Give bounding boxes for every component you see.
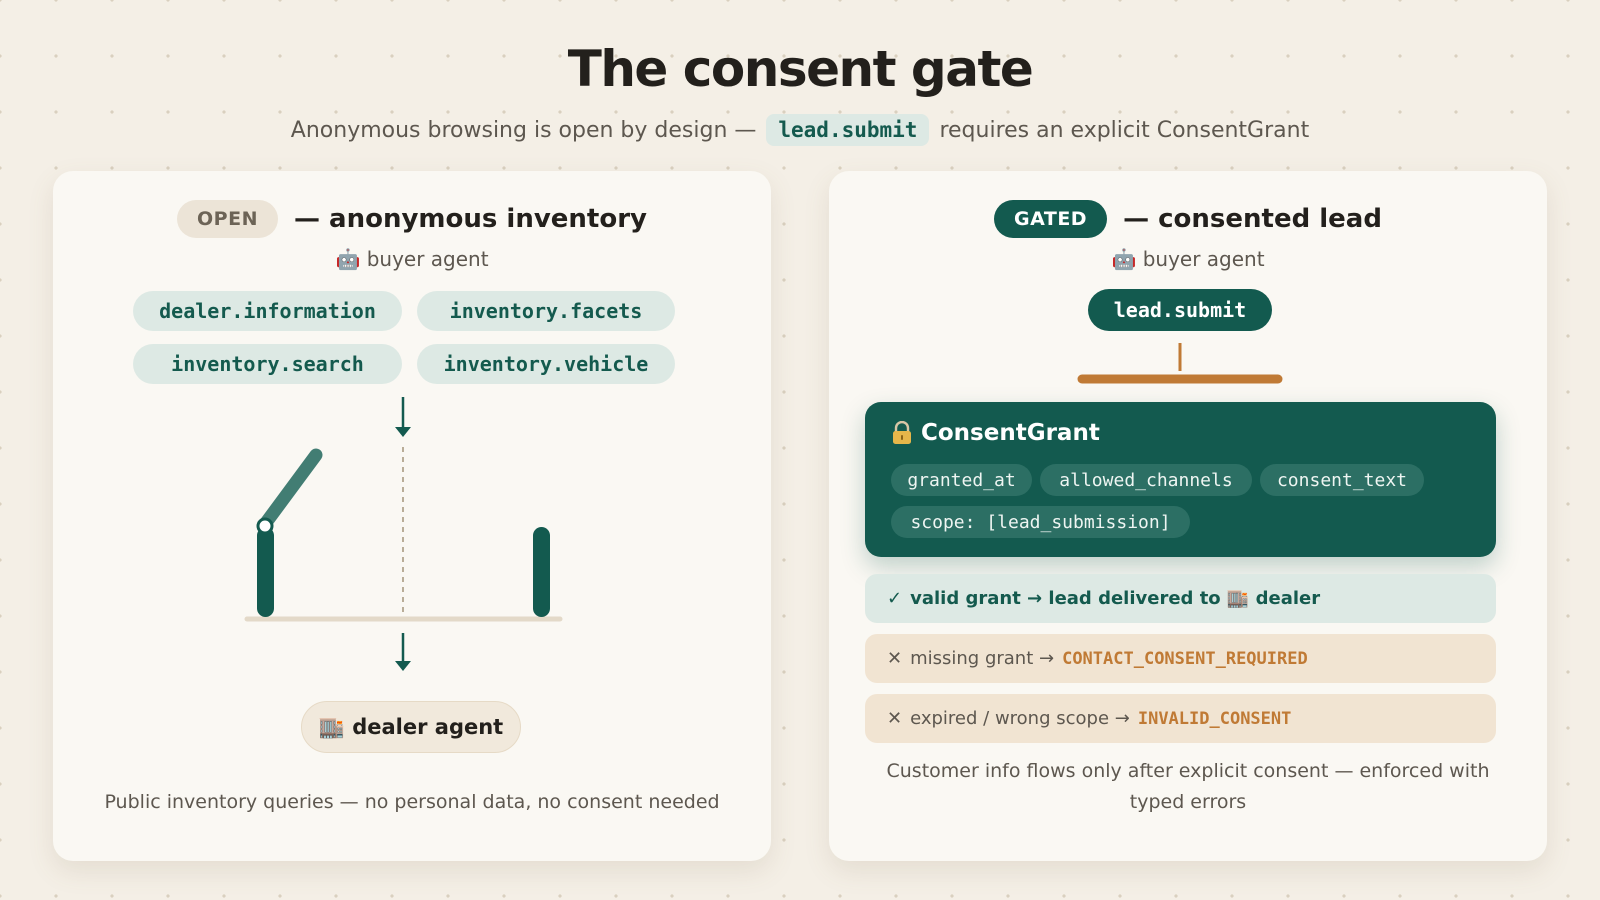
gate-barrier-diagram bbox=[1077, 343, 1283, 384]
open-badge: OPEN bbox=[177, 200, 278, 238]
open-panel-heading: — anonymous inventory bbox=[293, 204, 647, 234]
outcome-text: expired / wrong scope → bbox=[910, 708, 1130, 729]
check-icon: ✓ bbox=[887, 588, 903, 609]
arrow-down-icon-bottom bbox=[395, 633, 411, 671]
outcome-text: valid grant → lead delivered to 🏬 dealer bbox=[910, 588, 1321, 609]
cross-icon: ✕ bbox=[887, 708, 903, 729]
consent-grant-title-row: ConsentGrant bbox=[891, 420, 1100, 446]
field-chip-allowed-channels: allowed_channels bbox=[1040, 464, 1252, 496]
field-chip-granted-at: granted_at bbox=[891, 464, 1032, 496]
gated-badge: GATED bbox=[994, 200, 1108, 238]
consent-grant-card: ConsentGrant granted_at allowed_channels… bbox=[865, 402, 1496, 557]
tool-chip-inventory-search: inventory.search bbox=[133, 344, 402, 384]
subtitle-tail: requires an explicit ConsentGrant bbox=[939, 117, 1310, 143]
field-chip-consent-text: consent_text bbox=[1260, 464, 1424, 496]
open-panel: OPEN — anonymous inventory 🤖 buyer agent… bbox=[53, 171, 771, 861]
page-subtitle: Anonymous browsing is open by design — l… bbox=[0, 114, 1600, 146]
buyer-agent-label: 🤖 buyer agent bbox=[335, 247, 489, 271]
cross-icon: ✕ bbox=[887, 648, 903, 669]
outcome-valid-grant: ✓ valid grant → lead delivered to 🏬 deal… bbox=[865, 574, 1496, 623]
dealer-agent-node: 🏬 dealer agent bbox=[301, 701, 521, 753]
tool-chip-inventory-facets: inventory.facets bbox=[417, 291, 675, 331]
gated-panel-footer: Customer info flows only after explicit … bbox=[886, 760, 1490, 813]
gated-panel-heading: — consented lead bbox=[1123, 204, 1382, 234]
open-gate-diagram bbox=[244, 397, 563, 671]
outcome-invalid-consent: ✕ expired / wrong scope → INVALID_CONSEN… bbox=[865, 694, 1496, 743]
open-panel-header: OPEN — anonymous inventory bbox=[53, 200, 771, 238]
gated-panel-header: GATED — consented lead bbox=[829, 200, 1547, 238]
lead-submit-chip: lead.submit bbox=[1088, 289, 1272, 331]
lock-icon bbox=[893, 421, 911, 444]
outcome-missing-grant: ✕ missing grant → CONTACT_CONSENT_REQUIR… bbox=[865, 634, 1496, 683]
gate-post-left bbox=[257, 527, 274, 617]
page-title: The consent gate bbox=[567, 40, 1034, 98]
tool-chip-dealer-information: dealer.information bbox=[133, 291, 402, 331]
buyer-agent-label: 🤖 buyer agent bbox=[1111, 247, 1265, 271]
tool-chip-inventory-vehicle: inventory.vehicle bbox=[417, 344, 675, 384]
gated-panel: GATED — consented lead 🤖 buyer agent lea… bbox=[829, 171, 1547, 861]
arrow-down-icon-top bbox=[395, 397, 411, 437]
open-panel-footer: Public inventory queries — no personal d… bbox=[104, 791, 720, 813]
error-code: INVALID_CONSENT bbox=[1137, 708, 1292, 729]
gate-post-right bbox=[533, 527, 550, 617]
subtitle-lead: Anonymous browsing is open by design — bbox=[290, 117, 757, 143]
gate-barrier-raised bbox=[258, 448, 323, 531]
outcome-text: missing grant → bbox=[910, 648, 1055, 669]
consent-grant-title: ConsentGrant bbox=[921, 420, 1100, 446]
field-chip-scope: scope: [lead_submission] bbox=[891, 506, 1190, 538]
gate-hinge bbox=[256, 517, 274, 535]
error-code: CONTACT_CONSENT_REQUIRED bbox=[1062, 648, 1308, 669]
subtitle-code-chip: lead.submit bbox=[766, 114, 930, 146]
